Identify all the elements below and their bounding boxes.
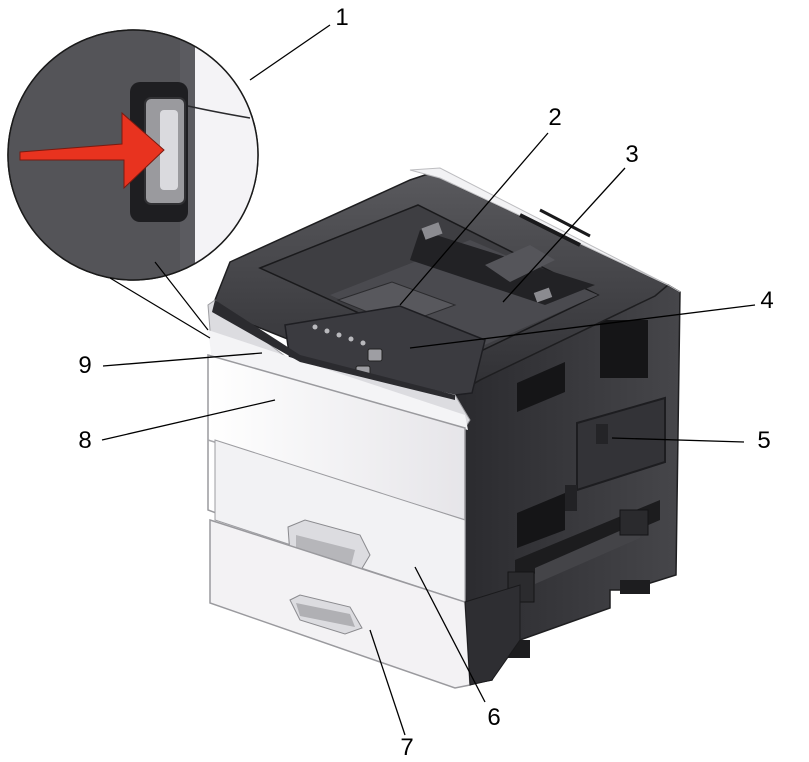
optional-tray <box>209 518 521 689</box>
callout-6: 6 <box>487 704 501 731</box>
side-vent-left <box>517 362 565 548</box>
side-rear-slot <box>507 500 660 603</box>
callout-5: 5 <box>757 427 771 454</box>
callout-8: 8 <box>78 427 92 454</box>
inset-pointer-lines <box>109 261 211 339</box>
callout-1: 1 <box>335 4 349 31</box>
leader-lines <box>101 24 756 736</box>
callout-3: 3 <box>625 141 639 168</box>
printer-side-panel <box>454 284 681 685</box>
side-access-cover <box>565 396 666 511</box>
callout-4: 4 <box>760 287 774 314</box>
panel-light-icon <box>360 340 366 346</box>
power-switch-inset <box>7 29 259 281</box>
panel-light-icon <box>312 324 318 330</box>
panel-light-icon <box>336 332 342 338</box>
callout-9: 9 <box>78 352 92 379</box>
callout-7: 7 <box>400 734 414 761</box>
red-arrow-icon <box>19 111 165 190</box>
panel-button-icon <box>367 348 383 362</box>
side-vent-upper <box>600 320 648 378</box>
panel-light-icon <box>324 328 330 334</box>
callout-2: 2 <box>548 104 562 131</box>
panel-light-icon <box>348 336 354 342</box>
